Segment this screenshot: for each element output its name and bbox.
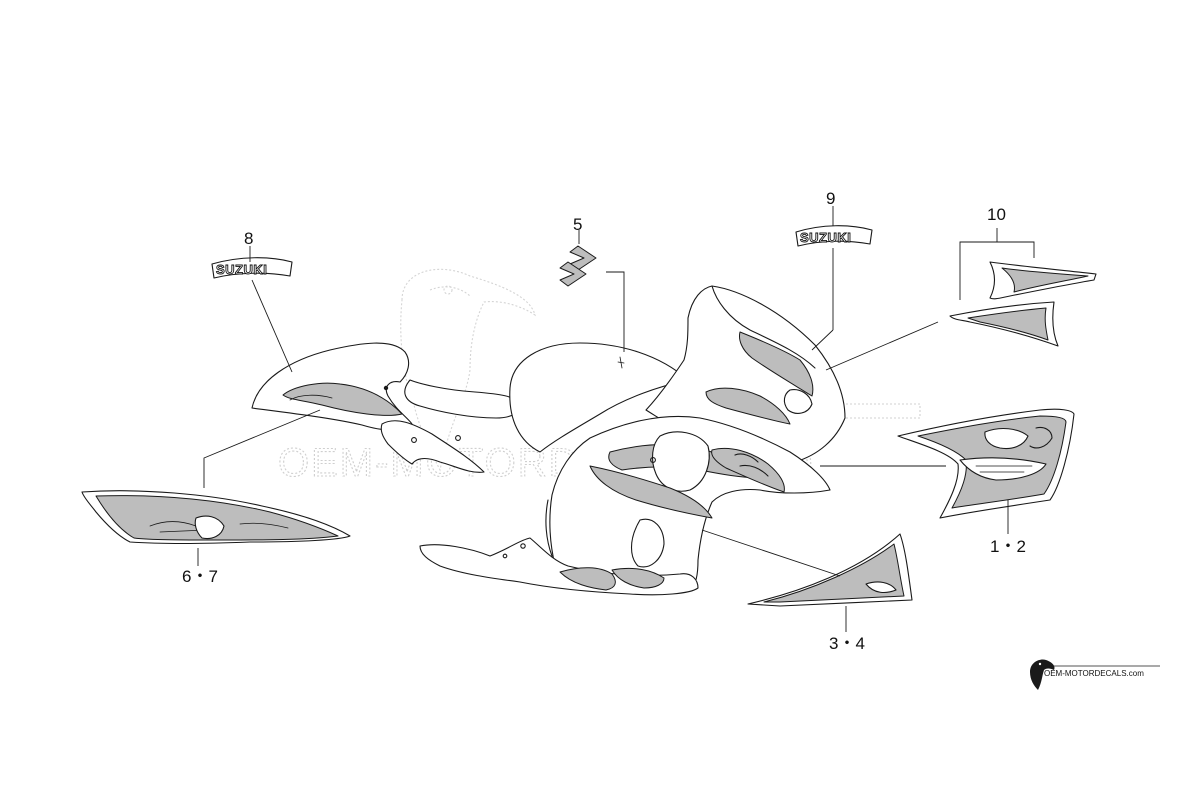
left-emblem-text: SUZUKI bbox=[216, 262, 267, 277]
suzuki-s-logo-icon bbox=[559, 245, 597, 287]
side-panel bbox=[380, 420, 485, 473]
callout-6-7: 6・7 bbox=[182, 567, 218, 586]
watermark-badge bbox=[837, 403, 921, 419]
callout-8: 8 bbox=[244, 229, 253, 248]
callout-9: 9 bbox=[826, 189, 835, 208]
tail-decal-area bbox=[282, 382, 403, 416]
winglet-decals bbox=[949, 261, 1097, 347]
fairing-vent bbox=[651, 431, 710, 492]
bird-logo-icon bbox=[1030, 659, 1055, 690]
motorcycle-body bbox=[251, 285, 846, 596]
leader-lines bbox=[197, 206, 1035, 632]
rider-seat bbox=[404, 379, 521, 419]
callout-10: 10 bbox=[987, 205, 1006, 224]
right-emblem: SUZUKI bbox=[795, 225, 873, 247]
watermark-bird-icon bbox=[400, 268, 536, 472]
fuel-tank bbox=[509, 342, 689, 453]
fairing-inlet bbox=[630, 518, 665, 568]
callout-5: 5 bbox=[573, 215, 582, 234]
tail-decal-part bbox=[81, 490, 351, 545]
right-emblem-text: SUZUKI bbox=[800, 230, 851, 245]
lower-decal-part bbox=[747, 533, 913, 607]
callout-1-2: 1・2 bbox=[990, 537, 1026, 556]
callout-3-4: 3・4 bbox=[829, 634, 865, 653]
footer-logo: OEM-MOTORDECALS.com bbox=[1030, 659, 1160, 690]
left-emblem: SUZUKI bbox=[211, 257, 293, 279]
footer-site-text: OEM-MOTORDECALS.com bbox=[1044, 669, 1144, 678]
side-decal-part bbox=[897, 408, 1075, 519]
mirror-mount bbox=[783, 389, 813, 414]
